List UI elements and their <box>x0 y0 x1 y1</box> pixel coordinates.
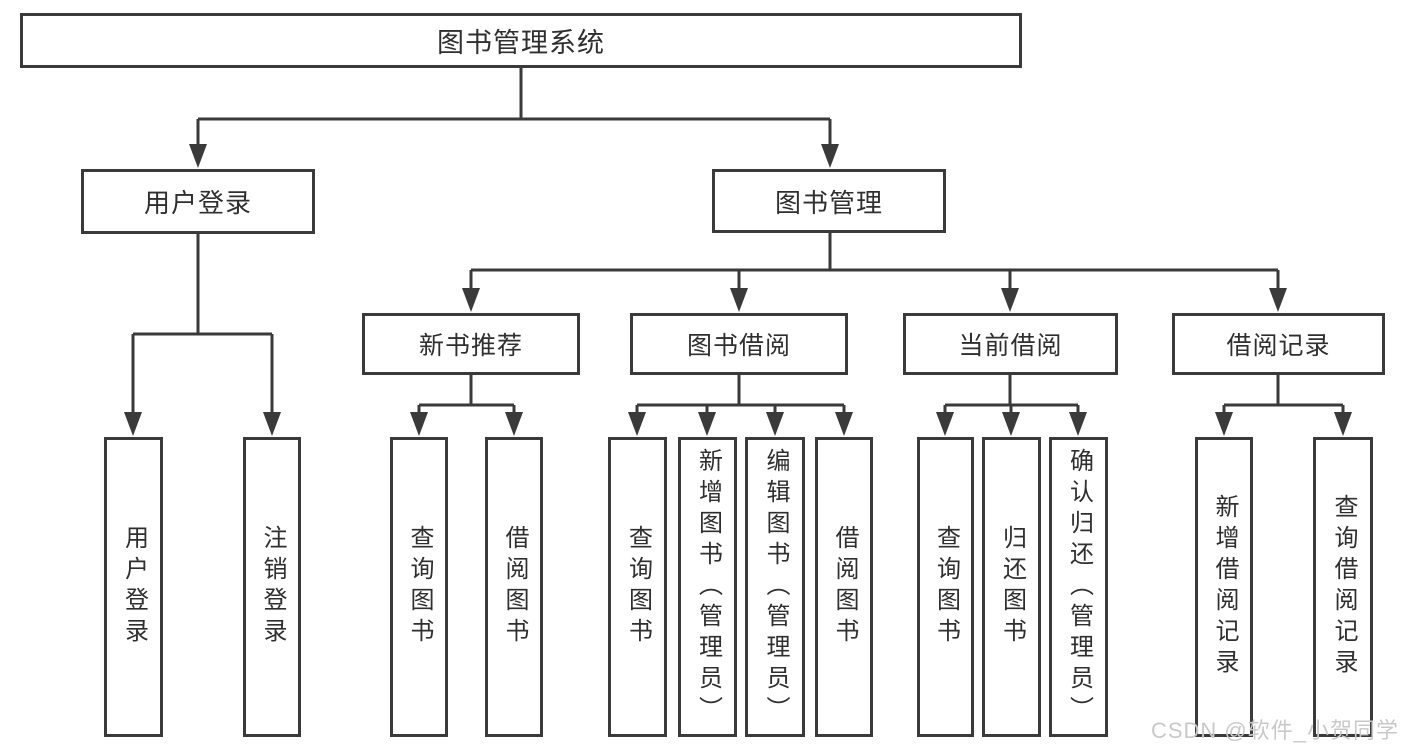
arrowhead-icon <box>835 412 853 436</box>
connector-current-borrow-to-leaves <box>936 375 1087 436</box>
connector-new-book-to-leaves <box>410 375 523 436</box>
arrowhead-icon <box>628 412 646 436</box>
node-label: 新增借阅记录 <box>1211 494 1238 680</box>
node-new-book-recommend: 新书推荐 <box>362 313 580 375</box>
connector-book-management-to-level3 <box>462 232 1287 312</box>
node-label: 借阅记录 <box>1226 332 1331 360</box>
node-current-borrow: 当前借阅 <box>903 313 1118 375</box>
node-book-management: 图书管理 <box>712 169 946 233</box>
node-label: 查询图书 <box>624 525 652 649</box>
arrowhead-icon <box>730 288 748 312</box>
arrowhead-icon <box>1334 412 1352 436</box>
leaf-query-books-borrow: 查询图书 <box>608 437 667 737</box>
arrowhead-icon <box>189 144 207 168</box>
arrowhead-icon <box>410 412 428 436</box>
node-label: 查询图书 <box>406 525 433 649</box>
node-user-login: 用户登录 <box>81 169 315 234</box>
node-book-borrow: 图书借阅 <box>630 313 848 375</box>
leaf-query-books-newbook: 查询图书 <box>390 437 448 737</box>
node-borrow-records: 借阅记录 <box>1172 313 1385 375</box>
node-label: 新书推荐 <box>418 332 523 360</box>
leaf-return-books: 归还图书 <box>982 437 1041 737</box>
node-label: 新增图书（管理员） <box>694 447 722 727</box>
node-label: 当前借阅 <box>958 332 1063 360</box>
node-label: 编辑图书（管理员） <box>762 447 789 727</box>
watermark: CSDN @软件_小贺同学 <box>1150 718 1399 743</box>
node-label: 借阅图书 <box>501 525 528 649</box>
node-label: 图书借阅 <box>686 332 791 360</box>
node-label: 查询图书 <box>932 525 960 649</box>
arrowhead-icon <box>821 144 839 168</box>
leaf-user-login: 用户登录 <box>104 437 163 737</box>
node-label: 图书管理系统 <box>437 28 605 58</box>
arrowhead-icon <box>936 412 954 436</box>
connector-book-borrow-to-leaves <box>628 375 853 436</box>
node-label: 归还图书 <box>998 525 1026 649</box>
arrowhead-icon <box>766 412 784 436</box>
leaf-borrow-books-borrow: 借阅图书 <box>815 437 873 737</box>
arrowhead-icon <box>462 288 480 312</box>
arrowhead-icon <box>124 412 142 436</box>
leaf-edit-books-admin: 编辑图书（管理员） <box>745 437 805 737</box>
leaf-query-books-current: 查询图书 <box>917 437 974 737</box>
node-label: 查询借阅记录 <box>1330 494 1357 680</box>
node-label: 借阅图书 <box>831 525 858 649</box>
node-label: 用户登录 <box>120 525 148 649</box>
arrowhead-icon <box>263 412 281 436</box>
node-label: 确认归还（管理员） <box>1065 447 1093 727</box>
leaf-add-books-admin: 新增图书（管理员） <box>678 437 737 737</box>
connector-root-to-level2 <box>189 67 839 168</box>
node-library-system: 图书管理系统 <box>20 13 1022 68</box>
arrowhead-icon <box>1001 288 1019 312</box>
connector-user-login-to-leaves <box>124 234 281 436</box>
arrowhead-icon <box>1269 288 1287 312</box>
node-label: 图书管理 <box>774 187 883 218</box>
arrowhead-icon <box>1002 412 1020 436</box>
arrowhead-icon <box>1069 412 1087 436</box>
arrowhead-icon <box>505 412 523 436</box>
arrowhead-icon <box>698 412 716 436</box>
node-label: 注销登录 <box>259 525 286 649</box>
leaf-query-borrow-record: 查询借阅记录 <box>1313 437 1373 737</box>
leaf-logout: 注销登录 <box>243 437 301 737</box>
leaf-confirm-return-admin: 确认归还（管理员） <box>1049 437 1108 737</box>
arrowhead-icon <box>1215 412 1233 436</box>
connector-borrow-records-to-leaves <box>1215 375 1352 436</box>
leaf-borrow-books-newbook: 借阅图书 <box>485 437 543 737</box>
node-label: 用户登录 <box>143 188 252 218</box>
leaf-add-borrow-record: 新增借阅记录 <box>1195 437 1253 737</box>
